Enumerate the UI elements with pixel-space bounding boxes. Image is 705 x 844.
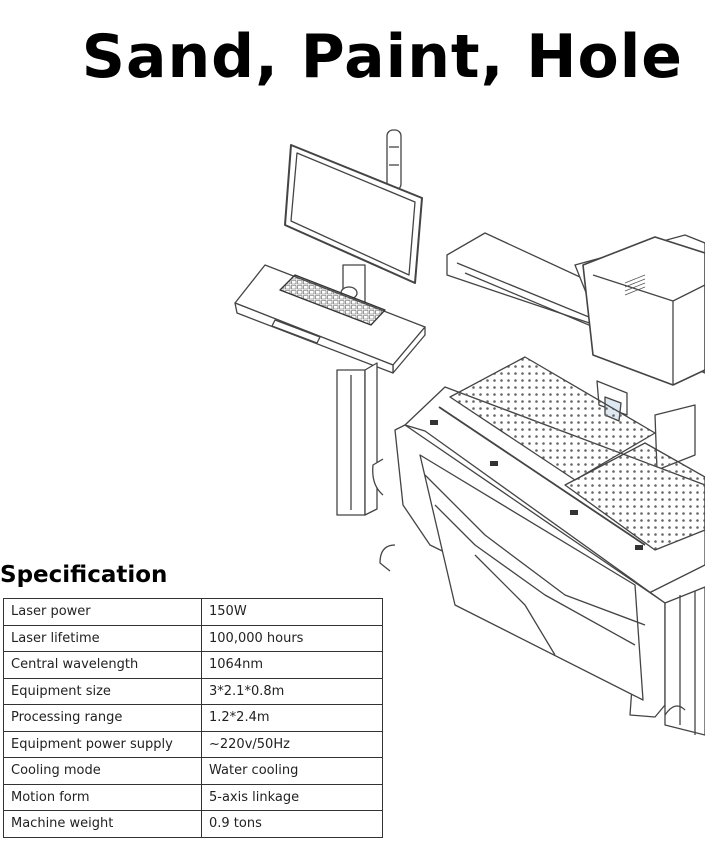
table-row: Laser power 150W [3, 598, 383, 626]
table-row: Motion form 5-axis linkage [3, 783, 383, 811]
spec-value: 100,000 hours [201, 624, 383, 652]
table-row: Central wavelength 1064nm [3, 651, 383, 679]
spec-label: Processing range [3, 704, 202, 732]
spec-label: Laser lifetime [3, 624, 202, 652]
signal-lamp [386, 129, 402, 191]
spec-label: Machine weight [3, 810, 202, 838]
table-row: Equipment power supply ~220v/50Hz [3, 730, 383, 758]
spec-value: 5-axis linkage [201, 783, 383, 811]
spec-value: 1.2*2.4m [201, 704, 383, 732]
spec-value: Water cooling [201, 757, 383, 785]
table-row: Equipment size 3*2.1*0.8m [3, 677, 383, 705]
spec-label: Equipment size [3, 677, 202, 705]
keyboard-tray [234, 264, 426, 374]
page-title: Sand, Paint, Hole [81, 22, 683, 92]
table-row: Processing range 1.2*2.4m [3, 704, 383, 732]
spec-value: 0.9 tons [201, 810, 383, 838]
specification-table: Laser power 150W Laser lifetime 100,000 … [3, 598, 383, 838]
spec-label: Cooling mode [3, 757, 202, 785]
pedestal [336, 362, 378, 516]
table-row: Machine weight 0.9 tons [3, 810, 383, 838]
spec-label: Central wavelength [3, 651, 202, 679]
spec-label: Equipment power supply [3, 730, 202, 758]
spec-value: 3*2.1*0.8m [201, 677, 383, 705]
machine-body [372, 386, 705, 736]
honeycomb-worktable [430, 356, 705, 551]
spec-value: 1064nm [201, 651, 383, 679]
spec-value: 150W [201, 598, 383, 626]
laser-machine-illustration [234, 129, 705, 736]
table-row: Laser lifetime 100,000 hours [3, 624, 383, 652]
spec-label: Motion form [3, 783, 202, 811]
monitor [284, 144, 423, 306]
table-row: Cooling mode Water cooling [3, 757, 383, 785]
spec-value: ~220v/50Hz [201, 730, 383, 758]
spec-label: Laser power [3, 598, 202, 626]
specification-heading: Specification [0, 562, 168, 588]
